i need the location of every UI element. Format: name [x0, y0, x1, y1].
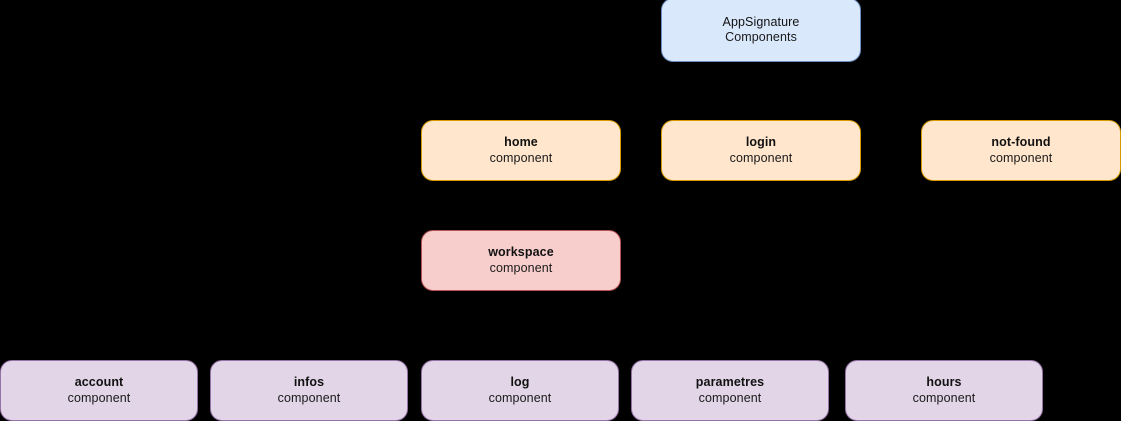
node-title: hours: [926, 375, 962, 389]
node-subtitle: component: [67, 390, 131, 405]
node-title: workspace: [488, 245, 554, 259]
node-title: parametres: [695, 375, 765, 389]
node-subtitle: component: [489, 260, 553, 275]
node-title: not-found: [991, 135, 1051, 149]
node-subtitle: component: [729, 150, 793, 165]
node-title: log: [510, 375, 530, 389]
node-subtitle: component: [912, 390, 976, 405]
node-title: infos: [293, 375, 325, 389]
node-title: home: [504, 135, 538, 149]
node-subtitle: component: [489, 150, 553, 165]
node-subtitle: component: [488, 390, 552, 405]
node-subtitle: component: [989, 150, 1053, 165]
node-title: login: [745, 135, 777, 149]
node-subtitle: Components: [725, 30, 797, 44]
node-subtitle: component: [698, 390, 762, 405]
node-title: AppSignature: [722, 14, 800, 29]
node-subtitle: component: [277, 390, 341, 405]
node-title: account: [74, 375, 124, 389]
